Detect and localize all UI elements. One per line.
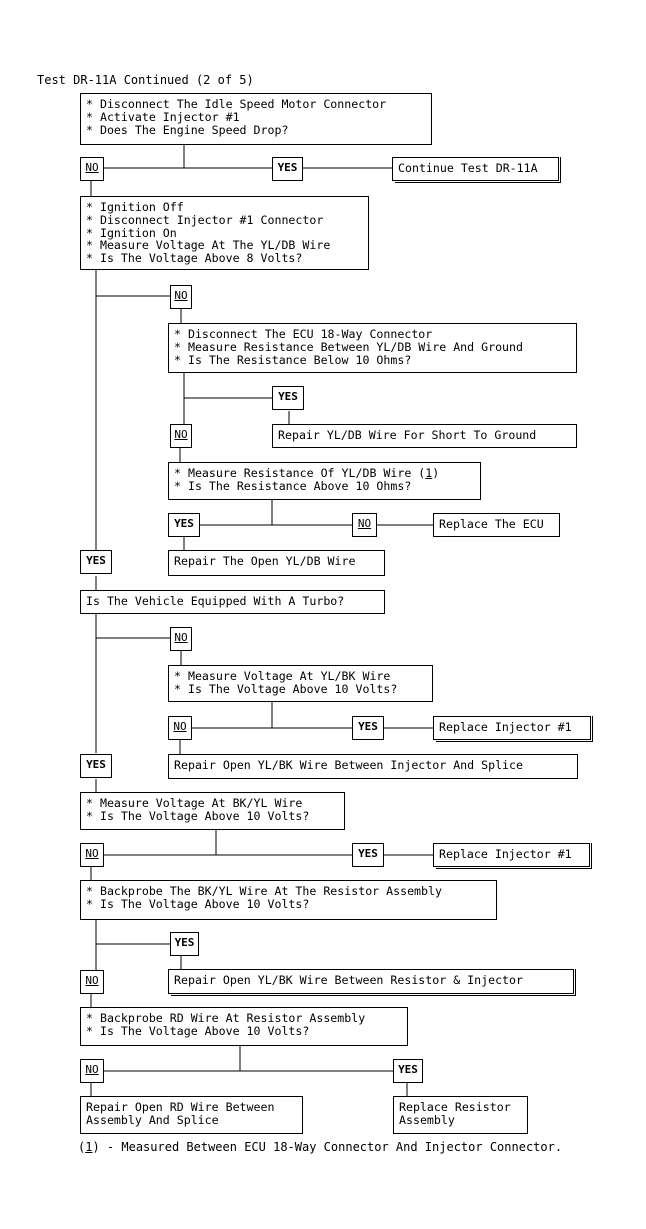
step-idle-speed-test: * Disconnect The Idle Speed Motor Connec… xyxy=(80,93,432,145)
yes-label: YES xyxy=(170,932,199,956)
no-label: NO xyxy=(168,716,192,740)
replace-ecu: Replace The ECU xyxy=(433,513,560,537)
step-measure-bkyl: * Measure Voltage At BK/YL Wire * Is The… xyxy=(80,792,345,830)
step-backprobe-rd: * Backprobe RD Wire At Resistor Assembly… xyxy=(80,1007,408,1046)
continue-test-box: Continue Test DR-11A xyxy=(392,157,561,183)
yes-label: YES xyxy=(272,386,304,410)
yes-label: YES xyxy=(352,843,384,867)
page-title: Test DR-11A Continued (2 of 5) xyxy=(37,73,254,87)
step-resistance-yldb: * Measure Resistance Of YL/DB Wire (1) *… xyxy=(168,462,481,500)
no-label: NO xyxy=(80,1059,104,1083)
replace-injector-1: Replace Injector #1 xyxy=(433,843,592,869)
footnote: (1) - Measured Between ECU 18-Way Connec… xyxy=(78,1140,563,1154)
yes-label: YES xyxy=(272,157,303,181)
step-measure-ylbk: * Measure Voltage At YL/BK Wire * Is The… xyxy=(168,665,433,702)
no-label: NO xyxy=(80,970,104,994)
yes-label: YES xyxy=(80,550,112,574)
step-measure-yldb-voltage: * Ignition Off * Disconnect Injector #1 … xyxy=(80,196,369,270)
yes-label: YES xyxy=(80,754,112,778)
no-label: NO xyxy=(80,157,104,181)
yes-label: YES xyxy=(168,513,200,537)
repair-open-rd: Repair Open RD Wire Between Assembly And… xyxy=(80,1096,303,1134)
no-label: NO xyxy=(170,627,192,651)
replace-resistor-assembly: Replace Resistor Assembly xyxy=(393,1096,528,1134)
yes-label: YES xyxy=(393,1059,423,1083)
step-turbo-question: Is The Vehicle Equipped With A Turbo? xyxy=(80,590,385,614)
repair-open-yldb: Repair The Open YL/DB Wire xyxy=(168,550,385,576)
no-label: NO xyxy=(352,513,377,537)
repair-ylbk-resistor: Repair Open YL/BK Wire Between Resistor … xyxy=(168,969,576,996)
replace-injector-1: Replace Injector #1 xyxy=(433,716,593,742)
step-backprobe-bkyl: * Backprobe The BK/YL Wire At The Resist… xyxy=(80,880,497,920)
no-label: NO xyxy=(170,285,192,309)
repair-short-to-ground: Repair YL/DB Wire For Short To Ground xyxy=(272,424,577,448)
step-resistance-to-ground: * Disconnect The ECU 18-Way Connector * … xyxy=(168,323,577,373)
yes-label: YES xyxy=(352,716,384,740)
no-label: NO xyxy=(80,843,104,867)
no-label: NO xyxy=(170,424,192,448)
repair-ylbk-splice: Repair Open YL/BK Wire Between Injector … xyxy=(168,754,578,779)
